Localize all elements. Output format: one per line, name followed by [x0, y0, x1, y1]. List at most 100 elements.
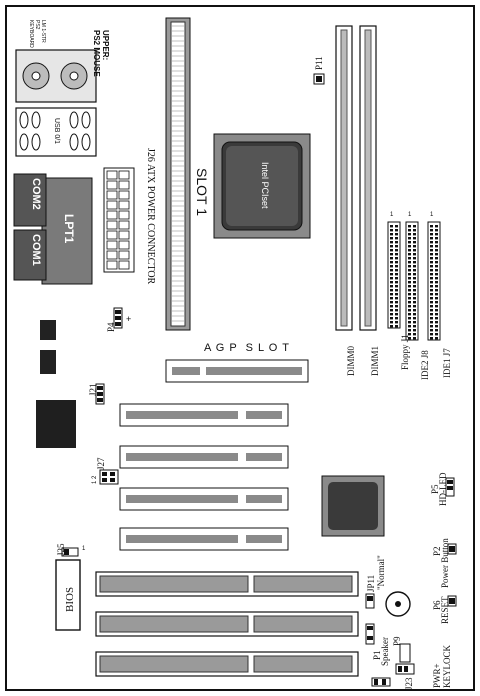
- atx-pin: [118, 220, 130, 230]
- usb-label: USB 0/1: [53, 118, 60, 145]
- header-pin: [408, 261, 411, 264]
- header-pin: [435, 301, 438, 304]
- header-pin: [430, 245, 433, 248]
- chip-small-1: [40, 320, 56, 340]
- header-pin: [408, 241, 411, 244]
- header-pin: [430, 253, 433, 256]
- atx-pin: [106, 170, 118, 180]
- com1-label: COM1: [30, 234, 42, 266]
- com2-label: COM2: [30, 178, 42, 210]
- header-pin1-ide2: 1: [408, 212, 412, 218]
- header-pin: [430, 305, 433, 308]
- header-pin: [408, 289, 411, 292]
- header-pin: [430, 269, 433, 272]
- header-pin: [390, 241, 393, 244]
- header-pin: [390, 261, 393, 264]
- header-pin: [435, 281, 438, 284]
- header-pin: [390, 321, 393, 324]
- header-pin: [413, 265, 416, 268]
- intel-chipset: [213, 133, 311, 239]
- header-pin: [430, 233, 433, 236]
- lpt1-label: LPT1: [62, 214, 76, 244]
- p9-label: P9: [392, 636, 402, 646]
- atx-pin: [106, 260, 118, 270]
- header-pin: [395, 317, 398, 320]
- header-pin: [395, 273, 398, 276]
- pwr-header: [371, 677, 391, 687]
- header-pin: [408, 281, 411, 284]
- atx-pin: [118, 190, 130, 200]
- header-pin: [413, 281, 416, 284]
- pci-slot: [119, 445, 289, 469]
- pci-slot: [119, 487, 289, 511]
- header-pin: [435, 249, 438, 252]
- j21-label: J21: [88, 383, 98, 396]
- header-pin: [430, 257, 433, 260]
- header-pin: [435, 337, 438, 340]
- atx-pin: [106, 190, 118, 200]
- header-pin: [395, 277, 398, 280]
- header-pin: [408, 313, 411, 316]
- header-pin: [413, 289, 416, 292]
- atx-pin: [118, 230, 130, 240]
- j25-label: J25: [56, 543, 66, 556]
- header-pin: [390, 289, 393, 292]
- atx-pin: [106, 220, 118, 230]
- header-pin: [408, 277, 411, 280]
- header-pin: [408, 317, 411, 320]
- chip-small-2: [40, 350, 56, 374]
- atx-power-label: J26 ATX POWER CONNECTOR: [145, 148, 156, 285]
- header-pin: [413, 313, 416, 316]
- header-pin: [435, 277, 438, 280]
- header-pin: [395, 297, 398, 300]
- header-pin: [390, 245, 393, 248]
- header-pin: [435, 321, 438, 324]
- header-pin: [435, 325, 438, 328]
- header-pin: [435, 229, 438, 232]
- atx-pin: [106, 230, 118, 240]
- agp-slot: [165, 359, 309, 383]
- header-pin: [395, 245, 398, 248]
- header-pin: [430, 293, 433, 296]
- header-pin: [408, 297, 411, 300]
- reset-label: RESET: [440, 596, 450, 624]
- atx-pin: [106, 210, 118, 220]
- header-pin: [395, 313, 398, 316]
- header-pin: [430, 309, 433, 312]
- hdled-label: HD-LED: [438, 472, 448, 507]
- header-pin: [390, 277, 393, 280]
- header-pin: [390, 269, 393, 272]
- header-pin: [435, 245, 438, 248]
- header-pin: [435, 233, 438, 236]
- atx-pin: [106, 250, 118, 260]
- header-pin: [390, 293, 393, 296]
- header-pin: [430, 237, 433, 240]
- header-pin: [413, 229, 416, 232]
- header-pin: [430, 297, 433, 300]
- header-pin: [413, 273, 416, 276]
- p9-header: [399, 643, 411, 663]
- header-pin1-ide1: 1: [430, 212, 434, 218]
- header-pin: [395, 309, 398, 312]
- header-pin: [430, 225, 433, 228]
- isa-slot: [95, 611, 359, 637]
- io-chip: [36, 400, 76, 448]
- header-pin: [408, 329, 411, 332]
- header-pin: [430, 265, 433, 268]
- p4-plus-label: +: [126, 314, 132, 324]
- header-pin: [430, 229, 433, 232]
- header-pin: [395, 301, 398, 304]
- pci-slot: [119, 527, 289, 551]
- header-pin: [435, 305, 438, 308]
- isa-slot: [95, 651, 359, 677]
- atx-pin: [118, 180, 130, 190]
- header-pin: [390, 265, 393, 268]
- header-pin: [395, 257, 398, 260]
- header-pin: [413, 297, 416, 300]
- header-pin: [390, 249, 393, 252]
- header-pin: [408, 237, 411, 240]
- header-pin: [435, 225, 438, 228]
- j25-pin1-label: 1: [82, 546, 86, 552]
- header-pin: [395, 289, 398, 292]
